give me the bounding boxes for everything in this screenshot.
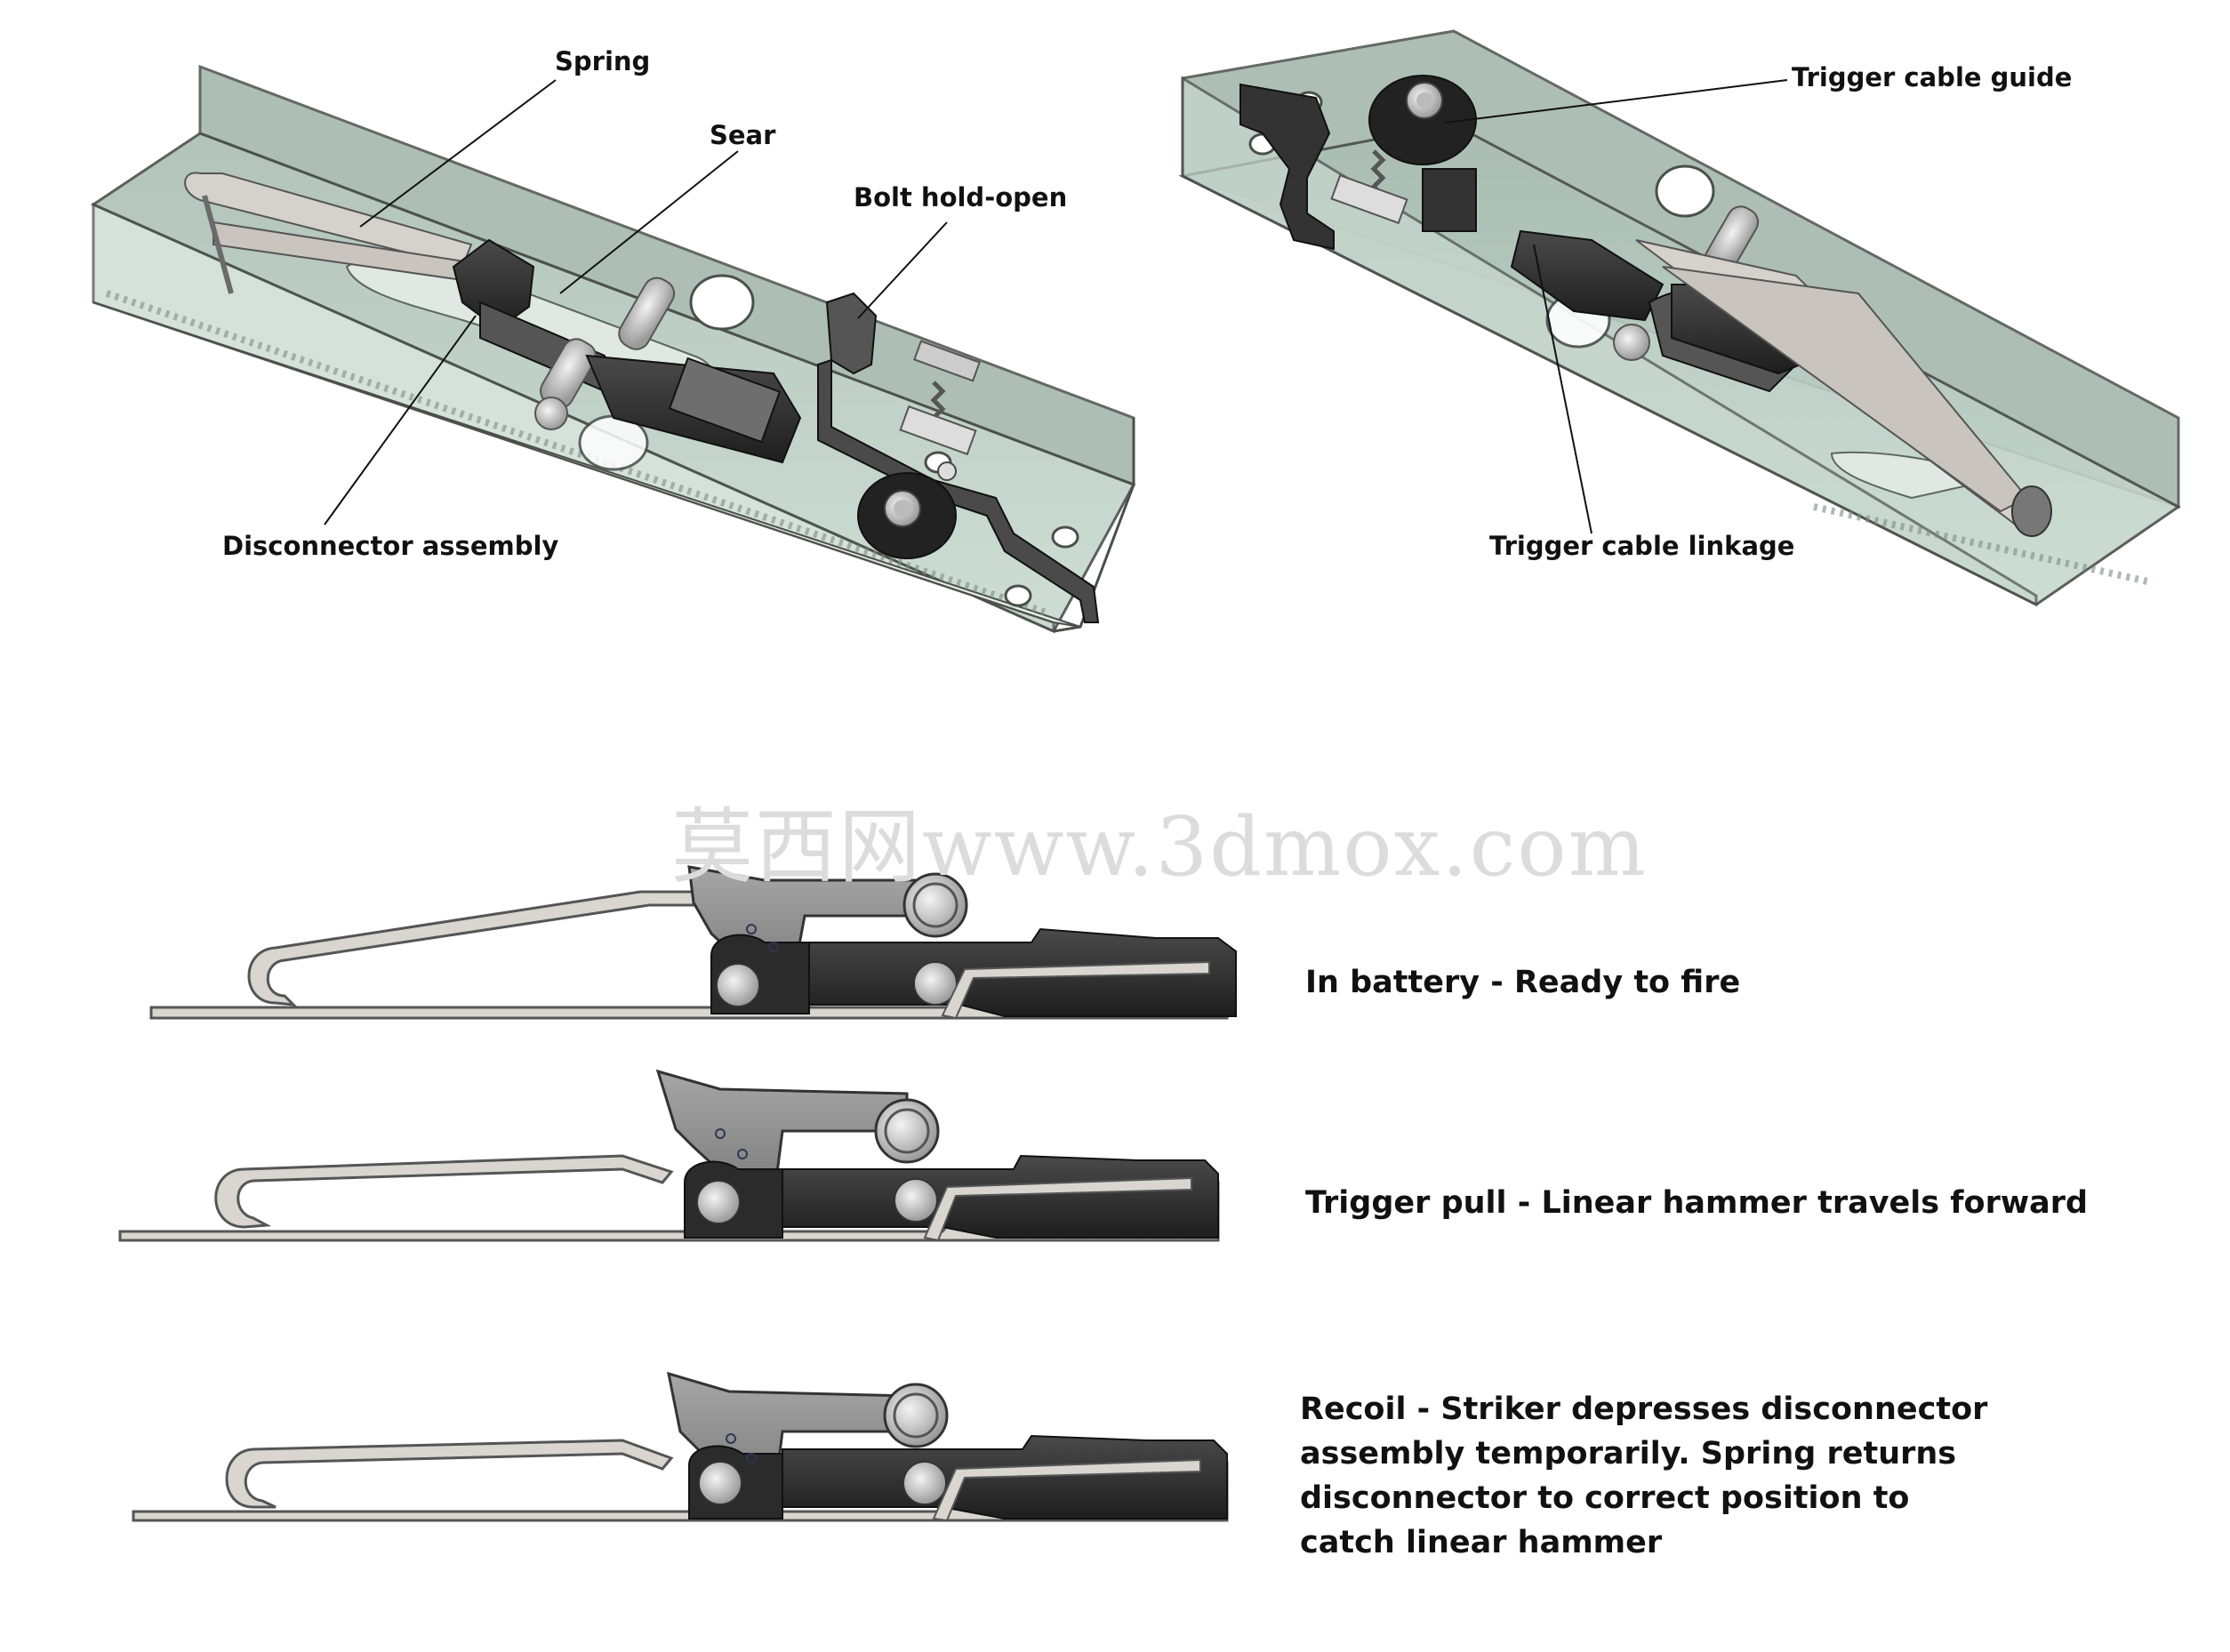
side-view-trigger-pull — [118, 1069, 1220, 1242]
callout-sear: Sear — [710, 120, 776, 150]
callout-trigger-cable-guide: Trigger cable guide — [1792, 62, 2073, 92]
spring-part-right — [1635, 239, 2052, 537]
caption-recoil-line-3: disconnector to correct position to — [1300, 1480, 1910, 1516]
right-iso-view — [1178, 29, 2181, 607]
callout-disconnector-assembly: Disconnector assembly — [222, 531, 559, 561]
caption-recoil-line-2: assembly temporarily. Spring returns — [1300, 1436, 1957, 1472]
side-view-recoil — [132, 1371, 1229, 1522]
caption-recoil-line-1: Recoil - Striker depresses disconnector — [1300, 1391, 1988, 1427]
callout-spring: Spring — [555, 46, 651, 76]
callout-trigger-cable-linkage: Trigger cable linkage — [1489, 531, 1795, 561]
hold-open-spring-left — [899, 340, 981, 456]
left-iso-view — [90, 64, 1136, 634]
side-view-in-battery — [149, 865, 1237, 1020]
leader-lines-left — [324, 79, 948, 525]
trigger-cable-guide-right — [1239, 75, 1477, 251]
disconnector-assembly-left — [585, 354, 802, 464]
watermark-text: 莫西网www.3dmox.com — [671, 799, 1648, 894]
sear-part-left — [452, 238, 676, 430]
callout-bolt-hold-open: Bolt hold-open — [854, 182, 1068, 213]
caption-recoil-line-4: catch linear hammer — [1300, 1525, 1663, 1560]
leader-lines-right — [1444, 79, 1788, 534]
caption-trigger-pull: Trigger pull - Linear hammer travels for… — [1305, 1185, 2089, 1221]
cable-wheel-left — [857, 461, 957, 559]
caption-recoil: Recoil - Striker depresses disconnector … — [1300, 1387, 1987, 1565]
caption-in-battery: In battery - Ready to fire — [1305, 965, 1741, 1000]
